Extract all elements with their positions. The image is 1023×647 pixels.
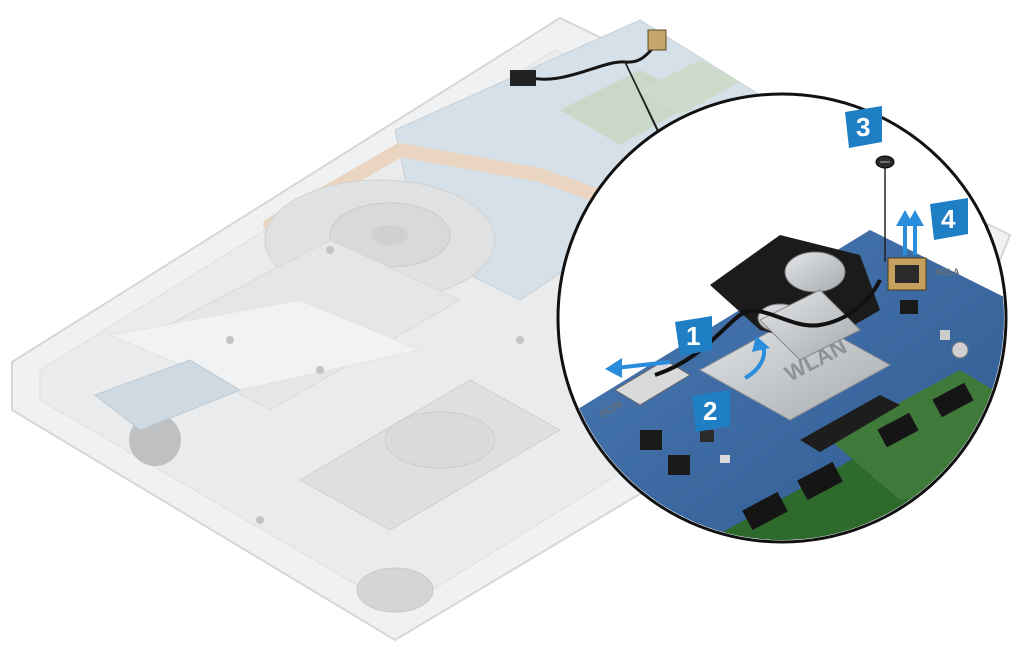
screw-faded <box>326 246 334 254</box>
dc-in-port-detail: M2LA <box>887 257 960 291</box>
screw-faded <box>226 336 234 344</box>
memory-slot <box>800 395 900 452</box>
arrow-left-icon <box>605 358 671 378</box>
component <box>900 300 918 314</box>
dc-in-cable <box>510 29 667 86</box>
component <box>668 455 690 475</box>
speaker <box>356 567 434 613</box>
callout-number: 2 <box>703 396 717 426</box>
callout-number: 3 <box>856 112 870 142</box>
callout-step-3: 3 <box>845 106 882 148</box>
arrow-up-icon <box>896 210 924 255</box>
zoom-detail: WLAN DCIN M2LA <box>556 92 1008 544</box>
callout-step-1: 1 <box>675 316 712 356</box>
component <box>640 430 662 450</box>
system-fan <box>264 179 496 301</box>
hdd-platter <box>384 411 496 469</box>
io-board <box>93 359 242 431</box>
screw-faded <box>316 366 324 374</box>
dc-in-port <box>647 29 667 51</box>
component <box>700 430 714 442</box>
dc-in-connector <box>510 70 536 86</box>
standoff <box>951 341 969 359</box>
screw-faded <box>516 336 524 344</box>
curved-arrow-icon <box>743 336 770 380</box>
component <box>720 455 730 463</box>
screw-icon <box>875 155 895 262</box>
callout-number: 4 <box>941 204 956 234</box>
m2la-label: M2LA <box>935 267 960 277</box>
ram-module-faded-2 <box>640 60 740 115</box>
callout-number: 1 <box>686 321 700 351</box>
wlan-shield <box>698 314 892 421</box>
screw-faded <box>256 516 264 524</box>
callout-step-2: 2 <box>692 390 730 432</box>
callout-step-4: 4 <box>930 198 968 240</box>
component <box>940 330 950 340</box>
